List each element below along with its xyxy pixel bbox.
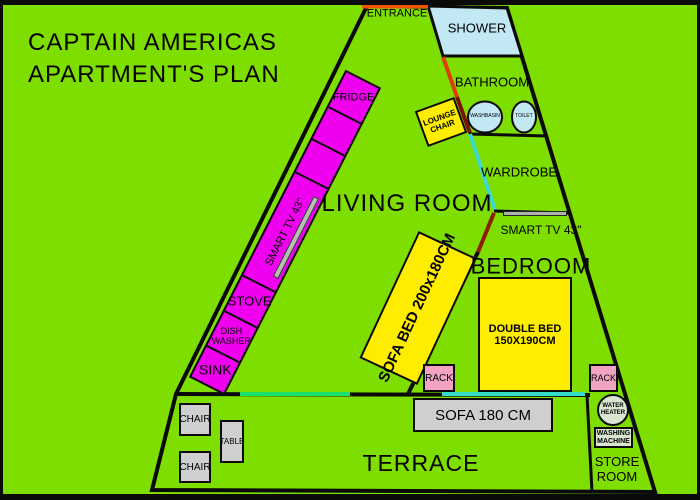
water-heater-label: WATER HEATER (600, 403, 626, 416)
lounge-chair-label: LOUNGE CHAIR (421, 107, 458, 135)
living-room-label: LIVING ROOM (321, 190, 493, 218)
sofa: SOFA 180 CM (413, 398, 553, 432)
bedroom-label: BEDROOM (470, 253, 592, 279)
store-room-wall (585, 394, 594, 493)
bedroom-door-line (476, 212, 496, 253)
bedroom-tv-label: SMART TV 43" (500, 223, 582, 238)
bathroom-wall-red (455, 96, 472, 134)
shower-label: SHOWER (447, 20, 507, 36)
store-room-label: STORE ROOM (594, 454, 640, 484)
toilet-shape (511, 100, 537, 134)
bathroom-door-line (441, 56, 459, 98)
bedroom-tv-bar (503, 211, 567, 216)
double-bed: DOUBLE BED 150X190CM (478, 277, 572, 392)
rack-right: RACK (589, 364, 618, 392)
washbasin-shape (467, 100, 503, 134)
plan-title: CAPTAIN AMERICAS APARTMENT'S PLAN (28, 27, 280, 92)
water-heater-shape (597, 394, 629, 426)
washbasin-label: WASHBASIN (470, 113, 500, 120)
entrance-label: ENTRANCE (366, 7, 428, 20)
terrace-label: TERRACE (362, 449, 480, 476)
chair-bottom: CHAIR (179, 451, 211, 483)
washing-machine: WASHING MACHINE (594, 427, 633, 448)
fridge-label: FRIDGE (333, 91, 375, 104)
dish-washer-label: DISH WASHER (212, 325, 252, 346)
image-border-top (0, 0, 700, 5)
toilet-label: TOILET (515, 113, 533, 120)
plan-title-line2: APARTMENT'S PLAN (28, 61, 280, 89)
rack-left: RACK (423, 364, 455, 392)
washing-machine-label: WASHING MACHINE (596, 429, 631, 445)
double-bed-label: DOUBLE BED 150X190CM (488, 322, 562, 347)
plan-title-line1: CAPTAIN AMERICAS (28, 29, 277, 56)
table: TABLE (220, 420, 244, 463)
wardrobe-label: WARDROBE (480, 164, 558, 180)
bathroom-wall (468, 132, 549, 138)
bathroom-label: BATHROOM (454, 74, 530, 90)
wardrobe-door-line (468, 133, 497, 211)
chair-top: CHAIR (179, 403, 211, 436)
shower-area (425, 4, 525, 58)
sink-label: SINK (198, 361, 232, 378)
image-border-bottom (0, 494, 700, 500)
image-border-right (697, 0, 700, 500)
image-border-left (0, 0, 3, 500)
stove-label: STOVE (227, 293, 272, 309)
